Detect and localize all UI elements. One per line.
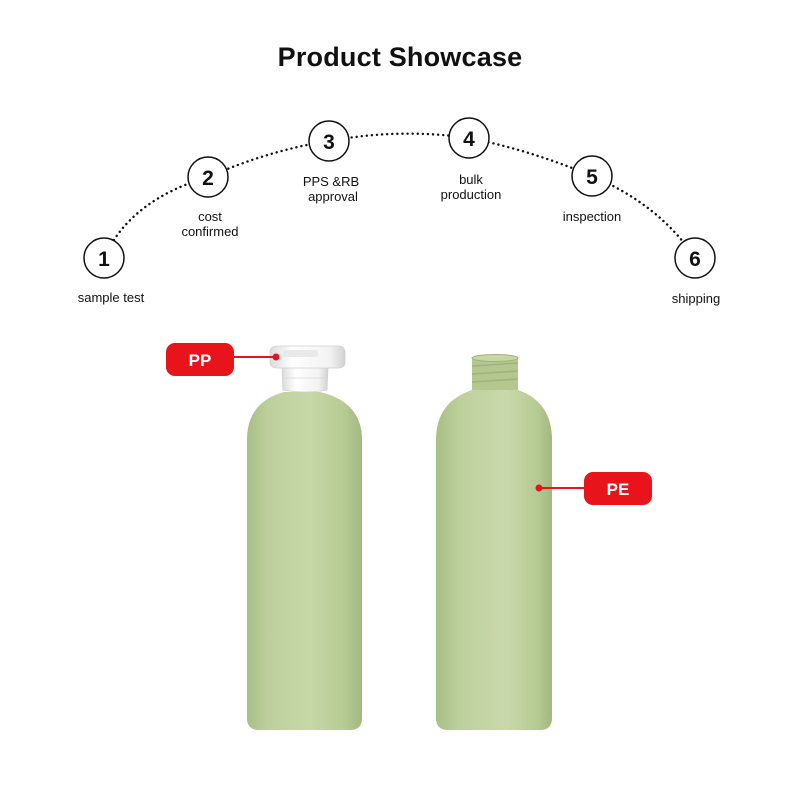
step-2-label-line-1: cost xyxy=(198,209,222,224)
flip-cap-base xyxy=(281,365,329,393)
step-1-label: sample test xyxy=(78,290,145,305)
page-title: Product Showcase xyxy=(277,42,523,72)
thread-1 xyxy=(471,362,519,367)
pp-leader-dot xyxy=(272,353,280,361)
bottle-with-cap xyxy=(247,345,362,730)
step-5-number: 5 xyxy=(586,166,598,189)
step-6-label: shipping xyxy=(672,291,720,306)
pe-callout: PE xyxy=(535,472,652,505)
step-4-number: 4 xyxy=(463,128,475,151)
bottle-without-cap xyxy=(436,354,552,730)
step-1-circle xyxy=(83,237,125,279)
step-2: 2 cost confirmed xyxy=(181,156,239,239)
step-6-number: 6 xyxy=(689,248,701,271)
step-1-number: 1 xyxy=(98,248,110,271)
pp-tag xyxy=(166,343,234,376)
pe-tag xyxy=(584,472,652,505)
step-3-number: 3 xyxy=(323,131,335,154)
step-5-label: inspection xyxy=(563,209,622,224)
process-arc xyxy=(102,132,697,260)
step-2-label-line-2: confirmed xyxy=(181,224,238,239)
step-2-circle xyxy=(187,156,229,198)
step-5: 5 inspection xyxy=(563,155,622,224)
left-bottle-body xyxy=(247,392,362,730)
step-4-label-line-1: bulk xyxy=(459,172,483,187)
step-2-number: 2 xyxy=(202,167,214,190)
step-3-label-line-1: PPS &RB xyxy=(303,174,359,189)
step-4-label-line-2: production xyxy=(441,187,502,202)
step-4-circle xyxy=(448,117,490,159)
step-3: 3 PPS &RB approval xyxy=(303,120,359,204)
step-6-circle xyxy=(674,237,716,279)
neck-opening xyxy=(471,354,519,362)
thread-3 xyxy=(471,378,519,383)
step-3-label-line-2: approval xyxy=(308,189,358,204)
step-1: 1 sample test xyxy=(78,237,145,305)
thread-2 xyxy=(471,370,519,375)
step-5-circle xyxy=(571,155,613,197)
pe-leader-dot xyxy=(535,484,543,492)
pp-tag-label: PP xyxy=(189,351,212,370)
pe-tag-label: PE xyxy=(607,480,630,499)
cap-tab xyxy=(282,350,318,357)
right-bottle-body xyxy=(436,390,552,730)
step-6: 6 shipping xyxy=(672,237,720,306)
step-4: 4 bulk production xyxy=(441,117,502,202)
step-3-circle xyxy=(308,120,350,162)
pp-callout: PP xyxy=(166,343,280,376)
